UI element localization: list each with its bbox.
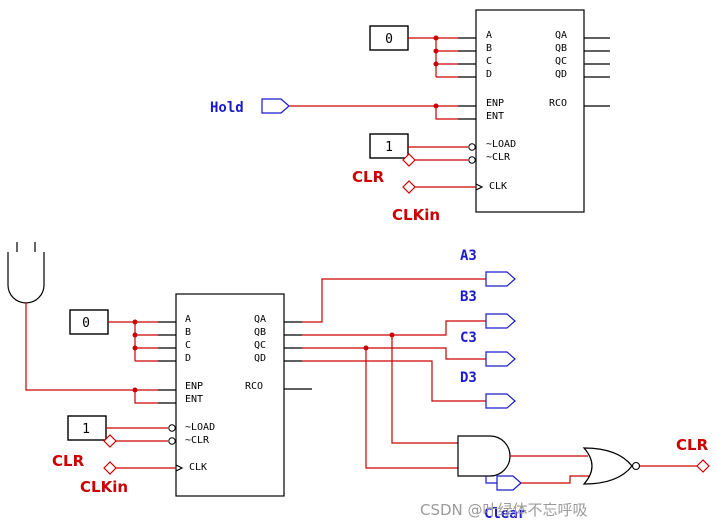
clr-out-label: CLR [676,436,709,454]
b3-label: B3 [460,289,477,305]
bot-clock-triangle [175,464,184,472]
d3-port [485,393,516,409]
top-pin-qd: QD [555,69,567,80]
qb-wire [302,320,486,336]
bot-pin-load: ~LOAD [185,422,215,433]
top-pin-load: ~LOAD [486,139,516,150]
top-const-zero: 0 [385,32,393,47]
top-clkin-port [402,180,416,194]
top-data-wires [408,37,458,78]
top-pin-clk: CLK [489,181,507,192]
bot-pin-c: C [185,340,191,351]
top-const-one: 1 [385,140,393,155]
hold-wire [289,105,458,120]
clear-label: Clear [484,506,526,522]
and-gate-enable-inputs [16,242,36,252]
bot-pin-b: B [185,327,191,338]
hold-label: Hold [210,100,244,116]
top-clkin-label: CLKin [392,206,440,224]
bot-junction-c [132,345,138,351]
top-output-stubs [584,37,610,107]
top-counter-body [475,9,585,213]
top-clr-bubble [468,156,476,164]
bot-pin-qa: QA [254,314,266,325]
qd-wire [302,360,486,402]
top-pin-c: C [486,56,492,67]
bot-pin-d: D [185,353,191,364]
bottom-counter-body [175,293,285,497]
bottom-clr-label: CLR [52,452,85,470]
c3-port [485,351,516,367]
bot-clr-port [103,434,117,448]
bot-pin-qc: QC [254,340,266,351]
bot-pin-qb: QB [254,327,266,338]
top-input-stubs [458,37,476,120]
b3-port [485,313,516,329]
watermark: CSDN @叶绿体不忘呼吸 [420,501,588,519]
top-junction-c [433,61,439,67]
qa-wire [302,278,486,323]
hold-input-port [261,98,290,114]
nor-output-bubble [631,461,641,471]
top-const-zero-box [369,25,409,51]
bottom-clkin-label: CLKin [80,478,128,496]
enable-branch [134,389,158,404]
bot-pin-a: A [185,314,191,325]
d3-label: D3 [460,370,477,386]
top-pin-rco: RCO [549,98,567,109]
qc-to-and [365,348,458,469]
top-pin-qa: QA [555,30,567,41]
clear-wire [521,475,592,484]
and-gate-decode [457,435,511,477]
bottom-const-one: 1 [82,422,90,437]
bot-pin-clr: ~CLR [185,435,210,446]
bot-input-stubs [158,321,176,404]
bot-pin-rco: RCO [245,381,263,392]
qc-wire [302,347,486,360]
top-pin-enp: ENP [486,98,504,109]
bot-output-stubs [284,321,312,390]
c3-label: C3 [460,330,477,346]
top-pin-a: A [486,30,492,41]
bot-clr-bubble [168,437,176,445]
top-clock-triangle [475,183,484,191]
clear-stub [485,476,497,484]
hold-junction [433,103,439,109]
bot-junction-a [132,319,138,325]
enable-wire [25,303,135,391]
bot-pin-qd: QD [254,353,266,364]
top-pin-clr: ~CLR [486,152,511,163]
top-pin-b: B [486,43,492,54]
bot-clkin-port [103,461,117,475]
top-const-one-box [369,133,409,159]
nor-gate [582,447,633,485]
bottom-data-wires [108,321,158,362]
bot-junction-b [132,332,138,338]
top-pin-d: D [486,69,492,80]
bot-pin-enp: ENP [185,381,203,392]
top-counter: A B C D ENP ENT ~LOAD ~CLR CLK QA QB QC … [458,9,610,213]
bottom-const-zero-box [69,309,109,335]
clear-port [496,475,522,491]
top-pin-qc: QC [555,56,567,67]
top-clr-label: CLR [352,168,385,186]
bot-pin-ent: ENT [185,394,203,405]
and-gate-enable [7,252,45,304]
bot-pin-clk: CLK [189,462,207,473]
qb-to-and [391,335,458,444]
bot-load-bubble [168,424,176,432]
top-clr-port [402,153,416,167]
bottom-counter: A B C D ENP ENT ~LOAD ~CLR CLK QA QB QC … [158,293,312,497]
top-load-bubble [468,143,476,151]
top-junction-a [433,35,439,41]
top-pin-qb: QB [555,43,567,54]
clr-out-port [696,459,710,473]
a3-port [485,271,516,287]
a3-label: A3 [460,248,477,264]
bottom-const-zero: 0 [82,316,90,331]
top-junction-b [433,48,439,54]
top-pin-ent: ENT [486,111,504,122]
